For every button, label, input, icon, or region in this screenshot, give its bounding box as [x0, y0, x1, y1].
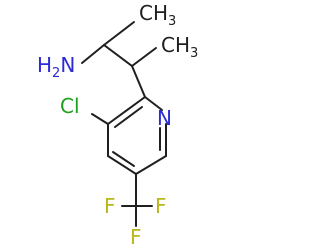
- ring-nitrogen-label: N: [157, 106, 172, 130]
- amine-label: H2N: [37, 53, 75, 81]
- bond-lines: [81, 21, 167, 227]
- fluorine-bottom-label: F: [130, 225, 142, 249]
- fluorine-left-label: F: [104, 194, 116, 218]
- chlorine-label: Cl: [60, 94, 80, 118]
- methyl-right-label: CH3: [161, 33, 198, 61]
- bond-c2-n1: [144, 96, 163, 111]
- structure-drawing: CH3 CH3 H2N Cl N F F F: [37, 1, 198, 249]
- bond-c5-c4: [107, 155, 137, 175]
- bond-chain: [103, 44, 133, 67]
- bond-c5-c4-inner: [112, 151, 135, 167]
- bond-ring-attach: [131, 65, 146, 98]
- molecule-diagram: CH3 CH3 H2N Cl N F F F: [37, 1, 199, 249]
- methyl-top-label: CH3: [139, 1, 176, 29]
- bond-methyl-right: [131, 47, 157, 67]
- bond-c3-cl: [91, 113, 109, 125]
- bond-c3-c2-inner: [114, 106, 143, 128]
- fluorine-right-label: F: [155, 194, 167, 218]
- bond-amine: [81, 44, 105, 64]
- bond-methyl-top: [103, 21, 135, 46]
- bond-c3-c2: [107, 96, 146, 125]
- bond-c6-c5: [135, 155, 167, 175]
